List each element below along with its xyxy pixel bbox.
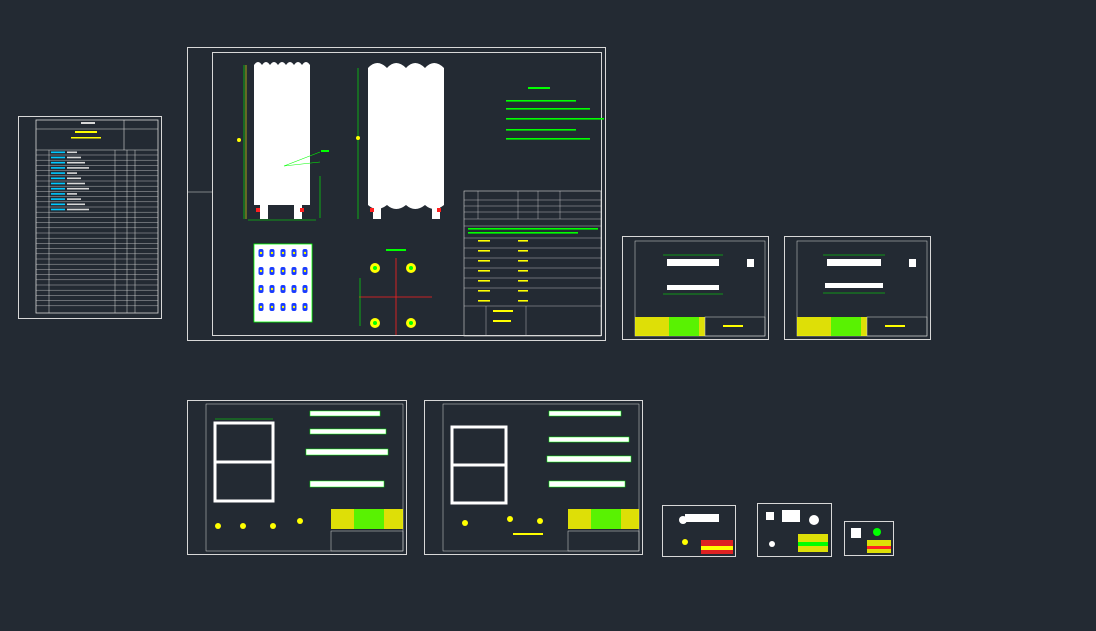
parts-list-table bbox=[35, 119, 159, 314]
small-drawing-c bbox=[851, 528, 891, 553]
detail-sheet-b[interactable] bbox=[784, 236, 931, 340]
small-sheet-a[interactable] bbox=[662, 505, 736, 557]
parts-list-sheet[interactable] bbox=[18, 116, 162, 319]
small-drawing-a bbox=[679, 514, 733, 554]
small-drawing-b bbox=[766, 510, 828, 552]
main-assembly-sheet[interactable] bbox=[187, 47, 606, 341]
detail-drawing-b bbox=[796, 240, 928, 337]
frame-sheet-b[interactable] bbox=[424, 400, 643, 555]
tube-sheet-plan bbox=[253, 243, 313, 323]
main-assembly-border bbox=[212, 52, 602, 336]
main-assembly-drawing bbox=[188, 62, 604, 337]
small-sheet-c[interactable] bbox=[844, 521, 894, 556]
design-data-table bbox=[463, 190, 602, 337]
nozzle-detail bbox=[359, 249, 432, 335]
technical-notes bbox=[506, 87, 604, 140]
frame-drawing-a bbox=[205, 403, 404, 552]
frame-drawing-b bbox=[442, 403, 640, 552]
vessel-front-view bbox=[237, 62, 329, 221]
detail-sheet-a[interactable] bbox=[622, 236, 769, 340]
detail-drawing-a bbox=[634, 240, 766, 337]
vessel-side-view bbox=[356, 63, 444, 219]
small-sheet-b[interactable] bbox=[757, 503, 832, 557]
frame-sheet-a[interactable] bbox=[187, 400, 407, 555]
